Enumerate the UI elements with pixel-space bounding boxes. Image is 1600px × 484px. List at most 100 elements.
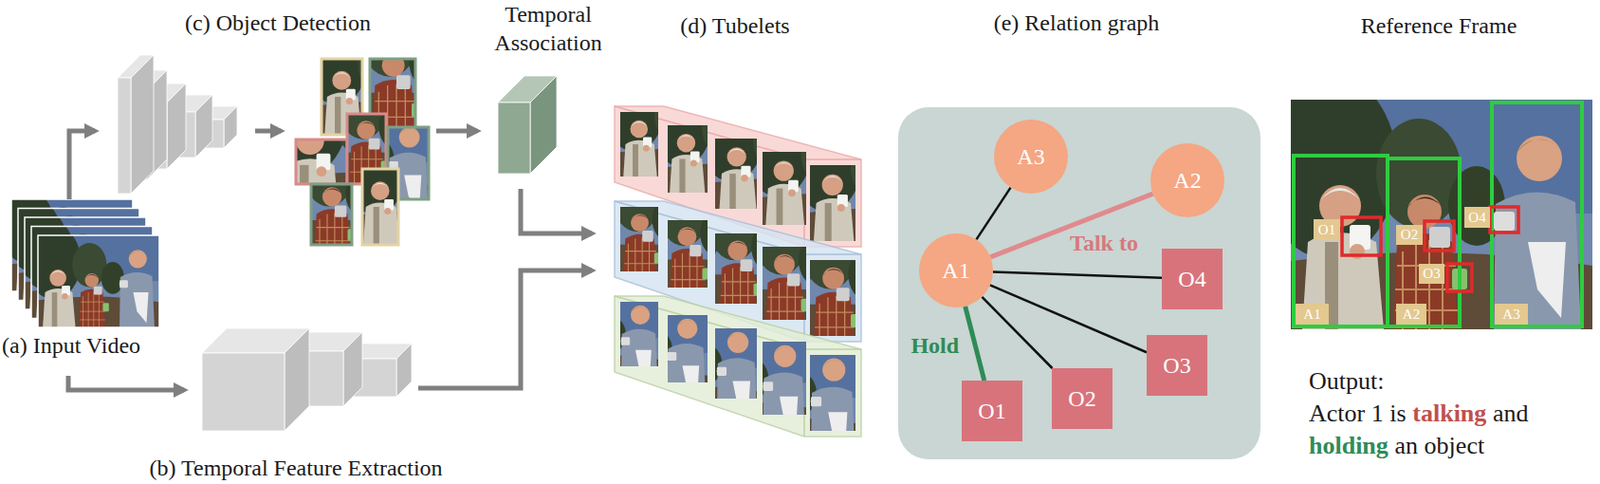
input-video-frames <box>25 224 159 328</box>
node-label: O1 <box>1318 222 1336 238</box>
stage-title: (a) Input Video <box>1 331 141 360</box>
node-label: O3 <box>1162 353 1191 377</box>
input-video-frames <box>0 188 160 328</box>
node-label: A2 <box>1173 168 1201 192</box>
node-label: O4 <box>1177 267 1206 291</box>
detector-network <box>166 83 186 169</box>
detector-network <box>117 77 131 194</box>
flow-arrow <box>520 188 592 234</box>
object-node: O3 <box>1146 334 1208 396</box>
object-tag: O2 <box>1396 224 1423 245</box>
detector-network <box>117 55 238 194</box>
relation-edge <box>975 187 1011 240</box>
temporal-network <box>343 331 363 406</box>
input-video-frames <box>37 235 160 328</box>
output-line: Actor 1 istalkingand <box>1308 398 1535 428</box>
output-action: holding <box>1308 430 1389 460</box>
temporal-network <box>202 352 285 431</box>
stage-title: Reference Frame <box>1360 12 1518 40</box>
node-outline <box>919 233 994 308</box>
graph-panel <box>898 107 1261 460</box>
detector-network <box>195 94 213 158</box>
tubelet <box>649 314 810 440</box>
detection-crop <box>344 131 493 246</box>
object-node: O1 <box>961 380 1023 442</box>
relation-edge <box>993 271 1162 277</box>
flow-arrow <box>418 270 592 388</box>
actor-tag: A2 <box>1396 303 1427 325</box>
output-text: an object <box>1395 430 1486 460</box>
object-box <box>1342 206 1519 292</box>
object-node: O2 <box>1051 367 1113 429</box>
reference-frame <box>1260 73 1593 330</box>
tubelet <box>522 278 663 387</box>
tubelet <box>649 314 810 440</box>
detection-crop <box>239 118 427 264</box>
node-label: A1 <box>941 258 970 282</box>
object-box <box>1489 206 1519 233</box>
node-label: A1 <box>1303 307 1321 322</box>
object-node: O4 <box>1161 248 1223 310</box>
detector-network <box>130 55 154 194</box>
association-block <box>497 75 557 174</box>
node-label: A3 <box>1016 145 1045 168</box>
node-outline <box>1150 143 1225 218</box>
stage-title: (d) Tubelets <box>680 12 790 40</box>
flow-arrow <box>436 128 478 134</box>
temporal-network <box>202 328 412 431</box>
detection-crop <box>283 98 434 215</box>
actor-box <box>1387 158 1460 327</box>
tubelet <box>564 290 712 404</box>
detection-crop <box>239 118 427 264</box>
flow-arrow <box>255 128 281 134</box>
output-line: holdingan object <box>1308 430 1491 460</box>
actor-node: A3 <box>993 119 1068 194</box>
node-label: O3 <box>1422 266 1440 281</box>
node-label: A2 <box>1402 307 1420 322</box>
stage-title: (b) Temporal Feature Extraction <box>148 454 442 482</box>
relation-edge <box>981 296 1052 368</box>
edge-label: Hold <box>910 331 959 359</box>
detection-crop <box>283 98 434 215</box>
detection-crop <box>311 183 352 245</box>
actor-box <box>1293 102 1582 327</box>
object-box <box>1424 220 1454 251</box>
relation-edge <box>990 193 1153 258</box>
detector-network <box>223 106 238 148</box>
node-label: O1 <box>977 399 1006 423</box>
tubelet <box>522 278 862 457</box>
node-outline <box>993 119 1068 194</box>
detection-crop <box>344 131 493 246</box>
tubelet <box>608 302 763 422</box>
node-label: O4 <box>1468 210 1486 225</box>
relation-edge <box>990 284 1147 352</box>
object-box <box>1447 263 1472 292</box>
association-block <box>530 75 557 174</box>
detection-crop <box>295 139 348 184</box>
detection-crop <box>362 168 399 245</box>
actor-tag: A3 <box>1494 303 1528 325</box>
stage-title: Temporal Association <box>481 0 615 57</box>
temporal-network <box>396 343 412 397</box>
tubelet <box>564 290 712 404</box>
actor-box <box>1491 102 1582 327</box>
object-tag: O3 <box>1418 263 1445 284</box>
tubelet <box>608 302 763 422</box>
node-label: A3 <box>1502 307 1520 322</box>
temporal-network <box>284 328 310 431</box>
output-heading: Output: <box>1308 366 1384 396</box>
node-label: O2 <box>1400 227 1418 242</box>
object-tag: O4 <box>1464 206 1490 228</box>
relation-edge <box>965 306 985 381</box>
actor-tag: A1 <box>1295 303 1329 325</box>
tubelet <box>522 278 663 387</box>
stage-title: (c) Object Detection <box>184 9 371 37</box>
flow-arrow <box>68 375 184 390</box>
stage-title: (e) Relation graph <box>993 9 1160 37</box>
output-text: Actor 1 is <box>1308 398 1407 428</box>
actor-node: A1 <box>919 233 994 308</box>
association-block <box>497 102 531 174</box>
object-box <box>1342 217 1381 256</box>
